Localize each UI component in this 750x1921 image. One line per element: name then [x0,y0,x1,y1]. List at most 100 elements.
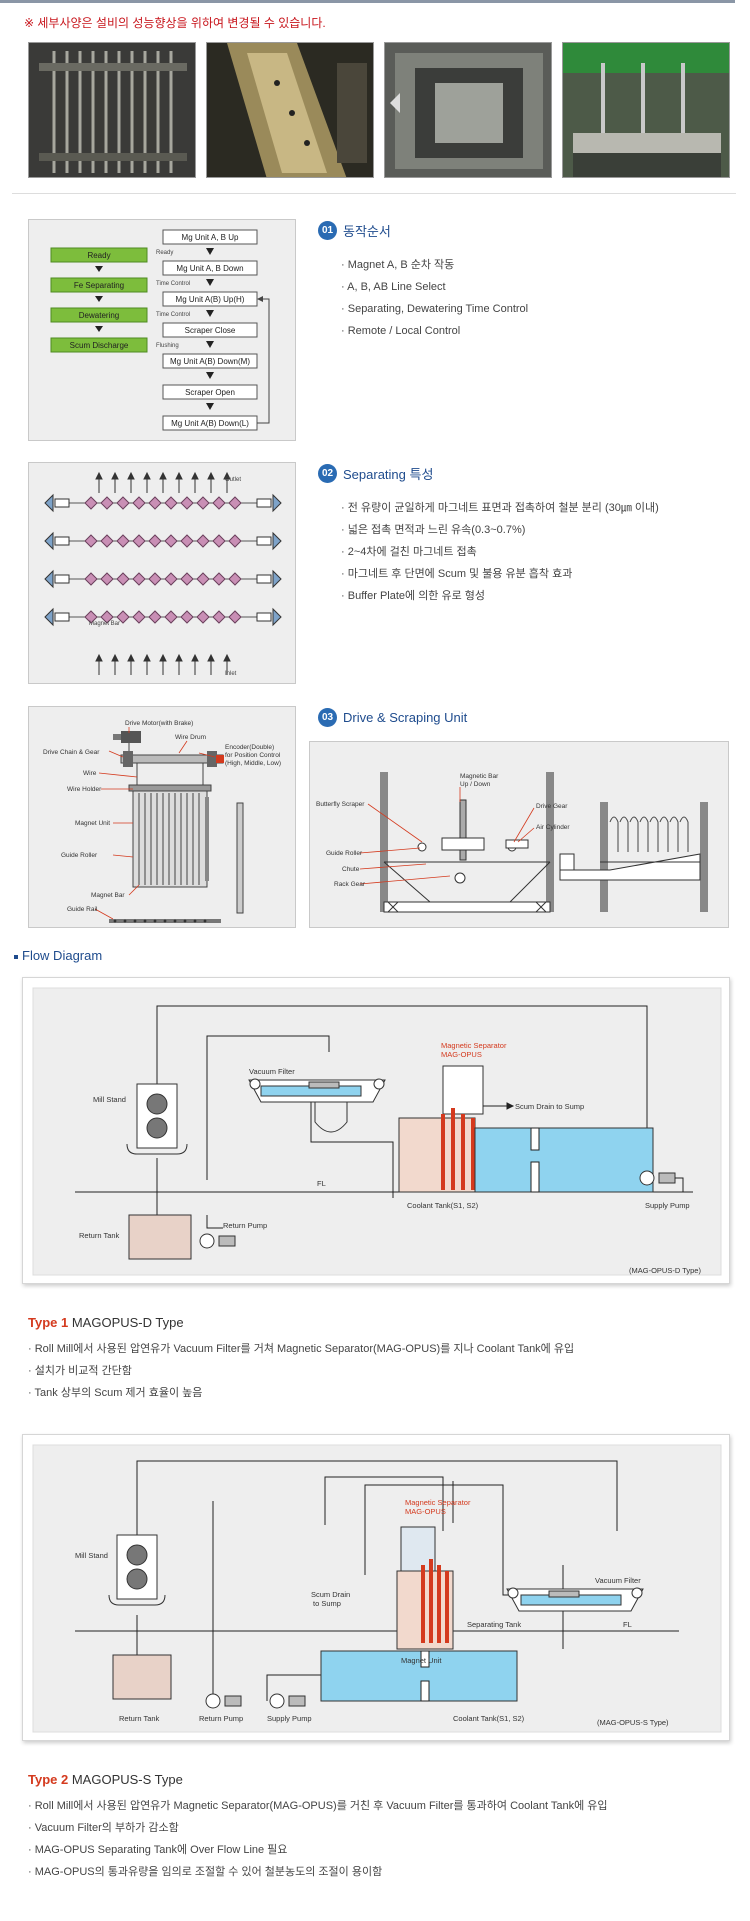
magnet-bar [100,534,114,548]
roller-right [256,536,272,546]
label-guide-roller-2: Guide Roller [326,850,363,857]
roller-right [256,612,272,622]
section-01-bullets: Magnet A, B 순차 작동 A, B, AB Line Select S… [341,254,528,342]
type2-title: Type 2 MAGOPUS-S Type [28,1772,183,1787]
type1-name: MAGOPUS-D Type [71,1315,184,1330]
magnet-bar [100,496,114,510]
separating-diagram: Outlet Inlet Magnet Bar [28,462,296,684]
t2-return-pump: Return Pump [199,1714,243,1723]
step-5: Mg Unit A(B) Down(M) [170,357,250,366]
equipment-photo-1 [28,42,196,178]
outlet-label: Outlet [225,477,241,483]
magnet-bar [132,496,146,510]
outlet-arrowhead [159,471,167,480]
label-butterfly-scraper: Butterfly Scraper [316,801,365,808]
section-divider [12,193,736,194]
list-item: 2~4차에 걸친 마그네트 접촉 [341,541,659,563]
label-guide-rail: Guide Rail [67,906,98,913]
label-drive-gear: Drive Gear [536,803,568,810]
magnet-bar [228,534,242,548]
equipment-photo-4 [562,42,730,178]
outlet-arrowhead [191,471,199,480]
magnet-bar [84,610,98,624]
type2-name: MAGOPUS-S Type [71,1772,183,1787]
list-item: 설치가 비교적 간단함 [28,1360,574,1382]
magnet-bar [132,610,146,624]
magnet-bar [84,572,98,586]
label-magnetic-bar: Magnetic Bar [460,773,499,780]
list-item: MAG-OPUS Separating Tank에 Over Flow Line… [28,1839,608,1861]
type1-bullets: Roll Mill에서 사용된 압연유가 Vacuum Filter를 거쳐 M… [28,1338,575,1404]
label-wire-holder: Wire Holder [67,786,102,793]
magnet-bar [116,572,130,586]
label-flushing: Flushing [156,343,179,349]
t1-vacuum-filter: Vacuum Filter [249,1067,295,1076]
magnet-bar [164,534,178,548]
magnet-bar [100,610,114,624]
t1-coolant-tank: Coolant Tank(S1, S2) [407,1201,479,1210]
label-guide-roller: Guide Roller [61,852,98,859]
flow-type2-card: Mill Stand Magnetic Separator MAG-OPUS S… [22,1434,730,1741]
type2-bullets: Roll Mill에서 사용된 압연유가 Magnetic Separator(… [28,1795,608,1883]
list-item: Separating, Dewatering Time Control [341,298,528,320]
t2-mill-stand: Mill Stand [75,1551,108,1560]
spec-notice: ※ 세부사양은 설비의 성능향상을 위하여 변경될 수 있습니다. [24,16,326,30]
buffer-plate-left [44,607,54,627]
list-item: 마그네트 후 단면에 Scum 및 불용 유분 흡착 효과 [341,563,659,585]
magnet-bar [212,572,226,586]
step-7: Mg Unit A(B) Down(L) [171,419,249,428]
t2-fl: FL [623,1620,632,1629]
magnet-bar [228,572,242,586]
type1-prefix: Type 1 [28,1315,69,1330]
t2-magnet-unit: Magnet Unit [401,1656,442,1665]
magnet-bar [148,534,162,548]
label-encoder-3: (High, Middle, Low) [225,760,281,767]
t1-mill-stand: Mill Stand [93,1095,126,1104]
t1-separator-1: Magnetic Separator [441,1041,507,1050]
t1-scum-drain: Scum Drain to Sump [515,1102,584,1111]
flow-diagram-heading: Flow Diagram [14,948,102,963]
buffer-plate-left [44,531,54,551]
t2-coolant-tank: Coolant Tank(S1, S2) [453,1714,525,1723]
section-02-number: 02 [318,464,337,483]
magnet-bar [228,610,242,624]
top-divider [0,0,735,3]
step-2: Mg Unit A, B Down [176,264,243,273]
roller-right [256,574,272,584]
label-wire-drum: Wire Drum [175,734,206,741]
outlet-arrowhead [223,471,231,480]
magnet-bar [196,572,210,586]
label-rack-gear: Rack Gear [334,881,366,888]
magnet-bar [196,610,210,624]
buffer-plate-left [44,493,54,513]
magnet-bar [180,572,194,586]
magnet-bar [148,572,162,586]
t2-separating-tank: Separating Tank [467,1620,521,1629]
magnet-bar [228,496,242,510]
type1-title: Type 1 MAGOPUS-D Type [28,1315,184,1330]
t1-separator-2: MAG-OPUS [441,1050,482,1059]
list-item: Remote / Local Control [341,320,528,342]
t2-separator-2: MAG-OPUS [405,1507,446,1516]
step-3: Mg Unit A(B) Up(H) [176,295,245,304]
section-01-number: 01 [318,221,337,240]
magnet-bar [148,496,162,510]
magnet-bar [132,572,146,586]
roller-left [54,574,70,584]
section-01-heading: 동작순서 [343,224,391,239]
magnet-bar [164,610,178,624]
magnet-bar [180,496,194,510]
inlet-arrowhead [207,653,215,662]
outlet-arrowhead [207,471,215,480]
inlet-arrowhead [159,653,167,662]
list-item: Vacuum Filter의 부하가 감소함 [28,1817,608,1839]
drive-unit-diagram: Drive Motor(with Brake) Wire Drum Drive … [28,706,296,928]
section-02-bullets: 전 유량이 균일하게 마그네트 표면과 접촉하여 철분 분리 (30㎛ 이내) … [341,497,659,607]
t2-return-tank: Return Tank [119,1714,160,1723]
inlet-arrowhead [111,653,119,662]
step-1: Mg Unit A, B Up [182,233,239,242]
t1-return-pump: Return Pump [223,1221,267,1230]
t2-vacuum-filter: Vacuum Filter [595,1576,641,1585]
magnet-bar [84,496,98,510]
t2-scum-drain-2: to Sump [313,1599,341,1608]
